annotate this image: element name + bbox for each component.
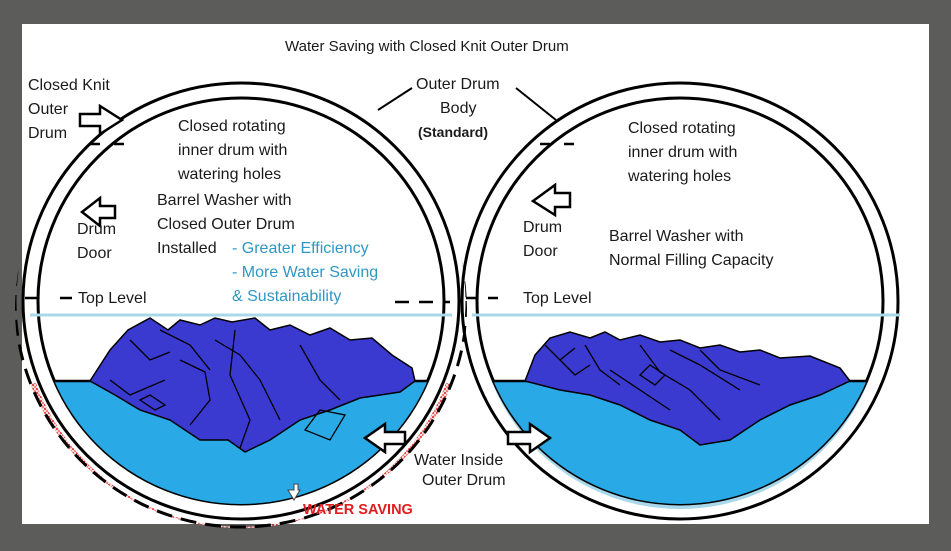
- arrow-drum-door-right: [530, 182, 572, 218]
- label-outer-drum: Outer Drum: [416, 76, 500, 93]
- label-top-level-left: Top Level: [78, 290, 147, 307]
- arrow-water-saving: [287, 483, 301, 501]
- closed-knit-outer-drum: [15, 83, 467, 529]
- label-water-inside-1: Water Inside: [414, 452, 504, 469]
- label-drum-door-right-2: Door: [523, 243, 558, 260]
- laundry-left: [88, 317, 416, 453]
- label-water-saving: WATER SAVING: [303, 502, 413, 518]
- label-drum-door-right-1: Drum: [523, 219, 563, 236]
- label-standard: (Standard): [418, 124, 488, 140]
- label-drum-door-left-1: Drum: [77, 221, 117, 238]
- label-benefit-3: & Sustainability: [232, 288, 342, 305]
- label-benefit-2: - More Water Saving: [232, 264, 379, 281]
- outer-drum-body-left: [21, 81, 461, 521]
- label-top-level-right: Top Level: [523, 290, 592, 307]
- label-inner-right-2: inner drum with: [628, 144, 738, 161]
- label-barrel-normal-2: Normal Filling Capacity: [609, 252, 774, 269]
- arrow-drum-door-left: [79, 195, 117, 229]
- label-drum-door-left-2: Door: [77, 245, 112, 262]
- label-inner-left-1: Closed rotating: [178, 118, 286, 135]
- label-inner-right-1: Closed rotating: [628, 120, 736, 137]
- label-inner-left-2: inner drum with: [178, 142, 288, 159]
- arrow-water-inside-right: [506, 421, 553, 455]
- label-barrel-closed-3: Installed: [157, 240, 217, 257]
- arrow-water-inside-left: [362, 421, 407, 455]
- label-water-inside-2: Outer Drum: [422, 472, 506, 489]
- outer-drum-body-right: [460, 81, 900, 521]
- label-closed-knit-3: Drum: [28, 125, 68, 142]
- label-barrel-closed-2: Closed Outer Drum: [157, 216, 295, 233]
- label-closed-knit-2: Outer: [28, 101, 69, 118]
- arrow-closed-knit: [78, 103, 125, 137]
- label-body: Body: [440, 100, 477, 117]
- label-benefit-1: - Greater Efficiency: [232, 240, 369, 257]
- label-inner-right-3: watering holes: [628, 168, 732, 185]
- leader-outer-drum: [377, 87, 557, 121]
- label-inner-left-3: watering holes: [178, 166, 282, 183]
- label-closed-knit-1: Closed Knit: [28, 77, 110, 94]
- label-barrel-closed-1: Barrel Washer with: [157, 192, 292, 209]
- diagram-title: Water Saving with Closed Knit Outer Drum: [285, 38, 569, 55]
- label-barrel-normal-1: Barrel Washer with: [609, 228, 744, 245]
